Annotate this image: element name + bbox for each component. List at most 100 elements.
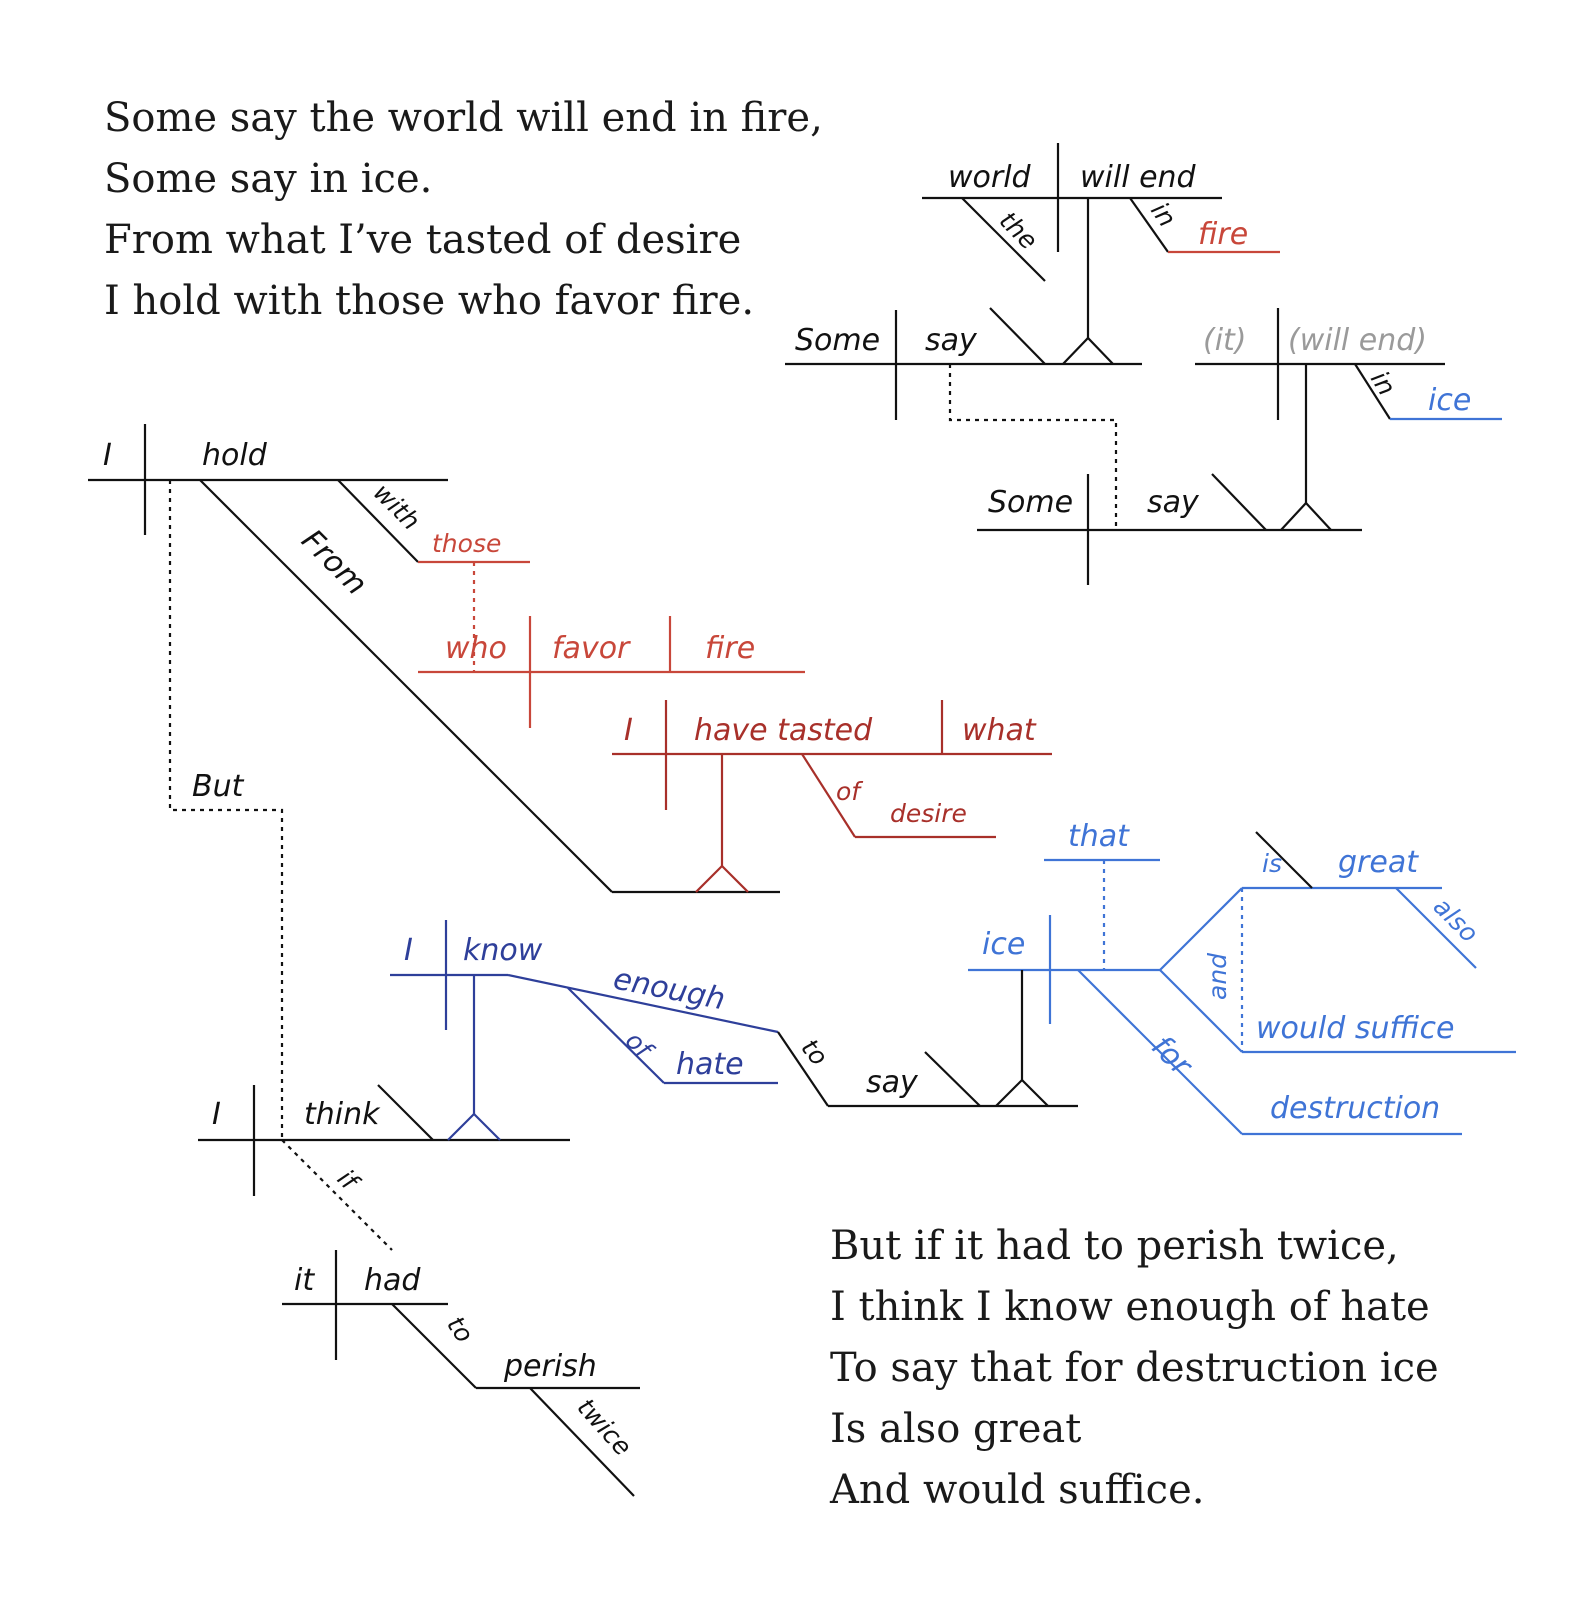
poem-line: Some say the world will end in fire, <box>104 95 823 141</box>
diagram-word: fire <box>1198 217 1248 252</box>
diagram-object-divider <box>1211 473 1267 531</box>
diagram-word: say <box>925 323 978 358</box>
diagram-ice-clause: (it) (will end) in ice <box>1195 308 1502 503</box>
diagram-word: think <box>304 1097 381 1132</box>
diagram-modifier-line <box>1077 969 1243 1135</box>
diagram-word: will end <box>1080 160 1197 195</box>
diagram-word: I <box>624 713 633 748</box>
diagram-word: desire <box>890 799 967 828</box>
diagram-think-clause: I think <box>198 1084 570 1196</box>
diagram-modifier-line <box>391 1303 477 1389</box>
diagram-word: in <box>1365 366 1402 401</box>
poem-line: From what I’ve tasted of desire <box>104 217 742 263</box>
diagram-to-say: to say <box>777 1031 1078 1108</box>
diagram-word: ice <box>1428 383 1471 418</box>
diagram-word: know <box>463 933 543 968</box>
diagram-object-divider <box>924 1051 981 1107</box>
diagram-word: (will end) <box>1288 323 1427 358</box>
diagram-conjunction-connector <box>281 1139 393 1251</box>
diagram-tasted-clause: I have tasted what of desire <box>612 700 1052 893</box>
diagram-word: those <box>432 529 501 558</box>
diagram-who-clause: who favor fire <box>418 562 805 728</box>
diagram-word: I <box>212 1097 221 1132</box>
diagram-object-divider <box>989 307 1046 365</box>
diagram-object-divider <box>377 1084 434 1141</box>
poem-line: To say that for destruction ice <box>830 1345 1439 1391</box>
diagram-word: is <box>1262 849 1282 878</box>
diagram-word: twice <box>572 1393 638 1462</box>
diagram-modifier-line <box>529 1387 635 1497</box>
diagram-word: Some <box>988 485 1073 520</box>
diagram-pedestal <box>995 1078 1049 1107</box>
diagram-modifier-line <box>199 479 613 893</box>
diagram-baseline-slanted <box>507 973 779 1034</box>
diagram-word: great <box>1338 845 1419 880</box>
diagram-word: But <box>192 769 245 804</box>
diagram-modifier-line <box>1129 197 1169 253</box>
diagram-word: to <box>441 1311 479 1348</box>
diagram-if-clause: if it had to perish twice <box>281 1139 640 1497</box>
diagram-fork-line <box>1159 969 1243 1053</box>
diagram-word: that <box>1068 819 1130 854</box>
diagram-word: it <box>294 1263 315 1298</box>
diagram-word: the <box>994 206 1044 256</box>
diagram-word: of <box>620 1026 660 1066</box>
diagram-word: what <box>962 713 1037 748</box>
diagram-some-say-1: Some say <box>785 307 1142 420</box>
diagram-word: say <box>1147 485 1200 520</box>
diagram-fire-clause: world will end the in fire <box>922 143 1280 338</box>
diagram-word: with <box>368 478 426 536</box>
diagram-pedestal <box>695 864 749 893</box>
diagram-pedestal <box>447 1112 501 1141</box>
diagram-modifier-line <box>1395 887 1477 969</box>
diagram-word: who <box>445 631 507 666</box>
diagram-word: hate <box>676 1047 744 1082</box>
diagram-word: world <box>948 160 1032 195</box>
diagram-hold-clause: I hold with From those <box>88 424 780 894</box>
diagram-word: From <box>294 523 373 602</box>
diagram-complement-divider <box>1255 831 1313 889</box>
poem-stanza-2: But if it had to perish twice, I think I… <box>830 1216 1439 1521</box>
diagram-word: perish <box>503 1349 597 1384</box>
poem-line: I hold with those who favor fire. <box>104 278 755 324</box>
diagram-word: hold <box>202 438 268 473</box>
poem-line: I think I know enough of hate <box>830 1284 1430 1330</box>
diagram-word: fire <box>705 631 755 666</box>
diagram-word: for <box>1144 1029 1199 1084</box>
diagram-word: also <box>1428 892 1484 948</box>
diagram-word: would suffice <box>1256 1011 1454 1046</box>
diagram-word: (it) <box>1203 323 1247 358</box>
diagram-pedestal <box>1062 336 1114 365</box>
diagram-word: had <box>364 1263 421 1298</box>
diagram-modifier-line <box>801 753 856 838</box>
diagram-word: Some <box>795 323 880 358</box>
diagram-word: if <box>332 1164 366 1198</box>
poem-line: And would suffice. <box>830 1467 1205 1513</box>
diagram-know-clause: I know enough of hate <box>390 920 779 1114</box>
diagram-some-say-2: Some say <box>948 364 1362 585</box>
diagram-fork-line <box>1159 887 1243 971</box>
diagram-word: destruction <box>1270 1091 1440 1126</box>
diagram-word: favor <box>552 631 631 666</box>
diagram-word: and <box>1203 953 1232 1000</box>
diagram-ice-great-clause: ice that is great also and would suffice… <box>968 819 1516 1136</box>
diagram-word: I <box>404 933 413 968</box>
diagram-conjunction-connector <box>948 364 1118 530</box>
diagram-modifier-line <box>961 197 1046 282</box>
diagram-modifier-line <box>567 987 665 1084</box>
diagram-modifier-line <box>777 1031 829 1107</box>
poem-line: Is also great <box>830 1406 1082 1452</box>
diagram-but-connector: But <box>168 480 284 1140</box>
diagram-word: I <box>103 438 112 473</box>
poem-line: Some say in ice. <box>104 156 433 202</box>
diagram-word: say <box>866 1065 919 1100</box>
poem-stanza-1: Some say the world will end in fire, Som… <box>104 88 823 332</box>
poem-line: But if it had to perish twice, <box>830 1223 1399 1269</box>
diagram-modifier-line <box>1354 363 1391 420</box>
diagram-pedestal <box>1280 501 1332 531</box>
diagram-modifier-line <box>337 479 419 563</box>
diagram-word: ice <box>982 927 1025 962</box>
diagram-conjunction-connector <box>168 480 284 1140</box>
diagram-word: of <box>836 777 863 806</box>
